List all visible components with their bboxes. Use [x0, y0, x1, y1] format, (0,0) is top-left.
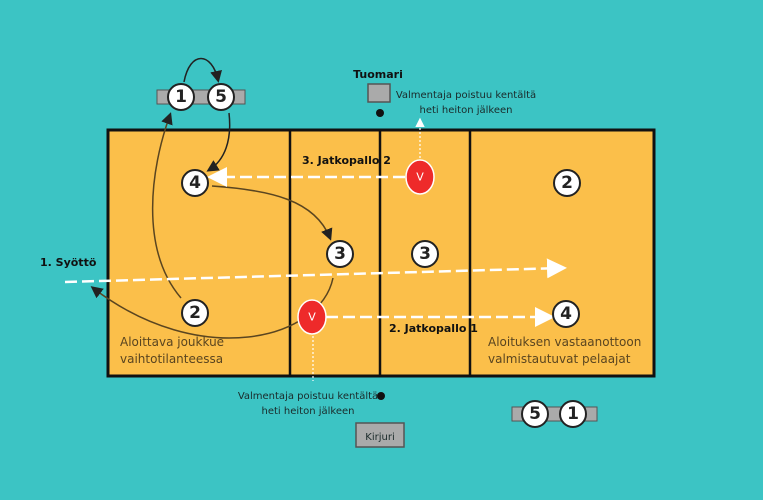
right-area-label-2: valmistautuvat pelaajat: [488, 352, 631, 366]
svg-text:1: 1: [175, 87, 187, 107]
svg-text:2: 2: [561, 173, 573, 193]
svg-text:3: 3: [334, 244, 346, 264]
rotation-arrow-1-to-5: [183, 57, 222, 83]
left-area-label-1: Aloittava joukkue: [120, 335, 224, 349]
svg-text:5: 5: [529, 404, 541, 424]
player-right-2: 2: [553, 169, 581, 197]
svg-text:1: 1: [567, 404, 579, 424]
net-post-top: [376, 109, 384, 117]
player-bench-right-5: 5: [521, 400, 549, 428]
serve-label: 1. Syöttö: [40, 256, 97, 269]
coach-note-top-1: Valmentaja poistuu kentältä: [396, 90, 536, 101]
referee-label: Tuomari: [353, 68, 403, 81]
player-bench-left-1: 1: [167, 83, 195, 111]
svg-text:3: 3: [419, 244, 431, 264]
scorer-label: Kirjuri: [365, 432, 394, 443]
coach-note-bottom-2: heti heiton jälkeen: [262, 406, 355, 417]
continue-ball-1-label: 2. Jatkopallo 1: [389, 322, 478, 335]
continue-ball-2-label: 3. Jatkopallo 2: [302, 154, 391, 167]
svg-text:4: 4: [560, 304, 572, 324]
rotation-arrow-3-out: [90, 277, 334, 339]
svg-text:5: 5: [215, 87, 227, 107]
svg-text:V: V: [308, 311, 316, 324]
player-right-4: 4: [552, 300, 580, 328]
coach-note-top-2: heti heiton jälkeen: [420, 105, 513, 116]
right-area-label-1: Aloituksen vastaanottoon: [488, 335, 641, 349]
referee-stand: [367, 83, 391, 103]
coach-note-bottom-1: Valmentaja poistuu kentältä: [238, 391, 378, 402]
player-right-3: 3: [411, 240, 439, 268]
player-left-4: 4: [181, 169, 209, 197]
player-left-3: 3: [326, 240, 354, 268]
svg-text:V: V: [416, 171, 424, 184]
svg-text:2: 2: [189, 303, 201, 323]
net-post-bottom: [377, 392, 385, 400]
scorer-table: [355, 422, 405, 448]
rotation-arrow-4-to-3: [211, 185, 333, 241]
coach-top: V: [405, 159, 435, 195]
rotation-arrow-5-to-4: [206, 112, 231, 172]
player-bench-right-1: 1: [559, 400, 587, 428]
player-bench-left-5: 5: [207, 83, 235, 111]
coach-bottom: V: [297, 299, 327, 335]
serve-path: [64, 258, 567, 284]
left-area-label-2: vaihtotilanteessa: [120, 352, 223, 366]
svg-text:4: 4: [189, 173, 201, 193]
player-left-2: 2: [181, 299, 209, 327]
